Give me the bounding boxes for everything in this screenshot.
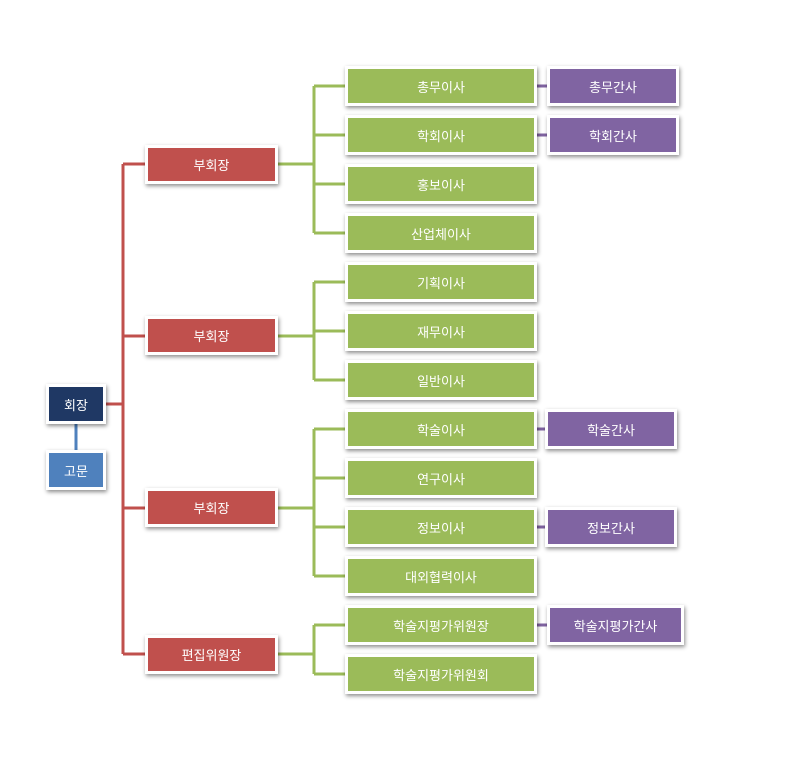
member-box: 총무이사: [345, 66, 537, 106]
president-box: 회장: [46, 384, 106, 424]
member-box: 학술지평가위원장: [345, 605, 537, 645]
assistant-box: 학술지평가간사: [547, 605, 684, 645]
assistant-box: 총무간사: [547, 66, 679, 106]
branch-2-head-box: 부회장: [145, 316, 278, 355]
member-box: 정보이사: [345, 507, 537, 547]
branch-1-member-connectors: [278, 84, 347, 235]
member-box: 대외협력이사: [345, 556, 537, 596]
member-box: 학술이사: [345, 409, 537, 449]
branch-3-member-connectors: [278, 427, 347, 578]
branch-4-head-box: 편집위원장: [145, 635, 278, 674]
member-box: 일반이사: [345, 360, 537, 400]
member-box: 홍보이사: [345, 164, 537, 204]
branch-3-head-box: 부회장: [145, 488, 278, 527]
branch-2-member-connectors: [278, 280, 347, 382]
assistant-connectors: [536, 84, 549, 627]
member-box: 연구이사: [345, 458, 537, 498]
assistant-box: 정보간사: [545, 507, 677, 547]
member-box: 산업체이사: [345, 213, 537, 253]
member-box: 학술지평가위원회: [345, 654, 537, 694]
branch-4-member-connectors: [278, 623, 347, 676]
member-box: 기획이사: [345, 262, 537, 302]
member-box: 재무이사: [345, 311, 537, 351]
advisor-box: 고문: [46, 450, 106, 490]
assistant-box: 학회간사: [547, 115, 679, 155]
branch-1-head-box: 부회장: [145, 145, 278, 184]
assistant-box: 학술간사: [545, 409, 677, 449]
member-box: 학회이사: [345, 115, 537, 155]
